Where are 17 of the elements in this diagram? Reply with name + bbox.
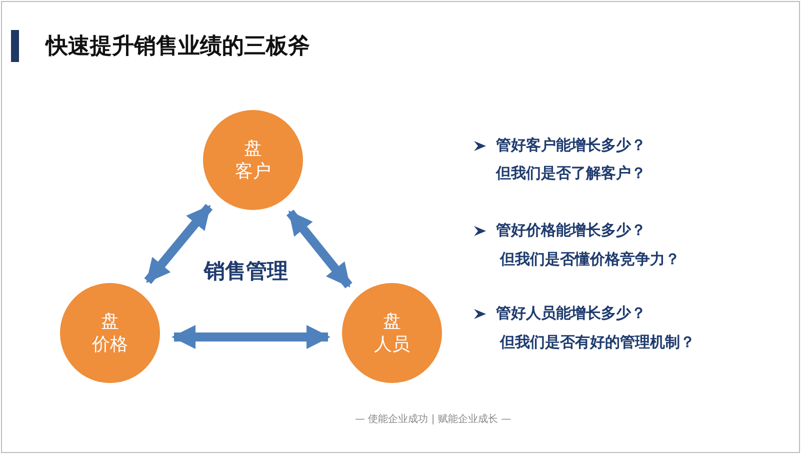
question-text: 管好客户能增长多少？ — [496, 136, 646, 155]
circle-label: 盘 — [383, 310, 401, 333]
question-text: 但我们是否懂价格竞争力？ — [500, 250, 680, 269]
question-text: 管好人员能增长多少？ — [496, 304, 646, 323]
double-arrow — [286, 210, 352, 288]
circle-label: 盘 — [101, 310, 119, 333]
circle-label: 人员 — [374, 333, 410, 356]
footer-slogan: — 使能企业成功 | 赋能企业成长 — — [355, 412, 512, 426]
slide-title: 快速提升销售业绩的三板斧 — [46, 33, 310, 61]
center-label: 销售管理 — [204, 258, 288, 285]
question-text: 但我们是否了解客户？ — [496, 164, 646, 183]
question-text: 但我们是否有好的管理机制？ — [500, 333, 695, 352]
question-text: 管好价格能增长多少？ — [496, 221, 646, 240]
circle-label: 价格 — [92, 333, 128, 356]
circle-label: 盘 — [244, 136, 262, 160]
double-arrow — [144, 204, 213, 284]
circle-label: 客户 — [235, 160, 271, 184]
